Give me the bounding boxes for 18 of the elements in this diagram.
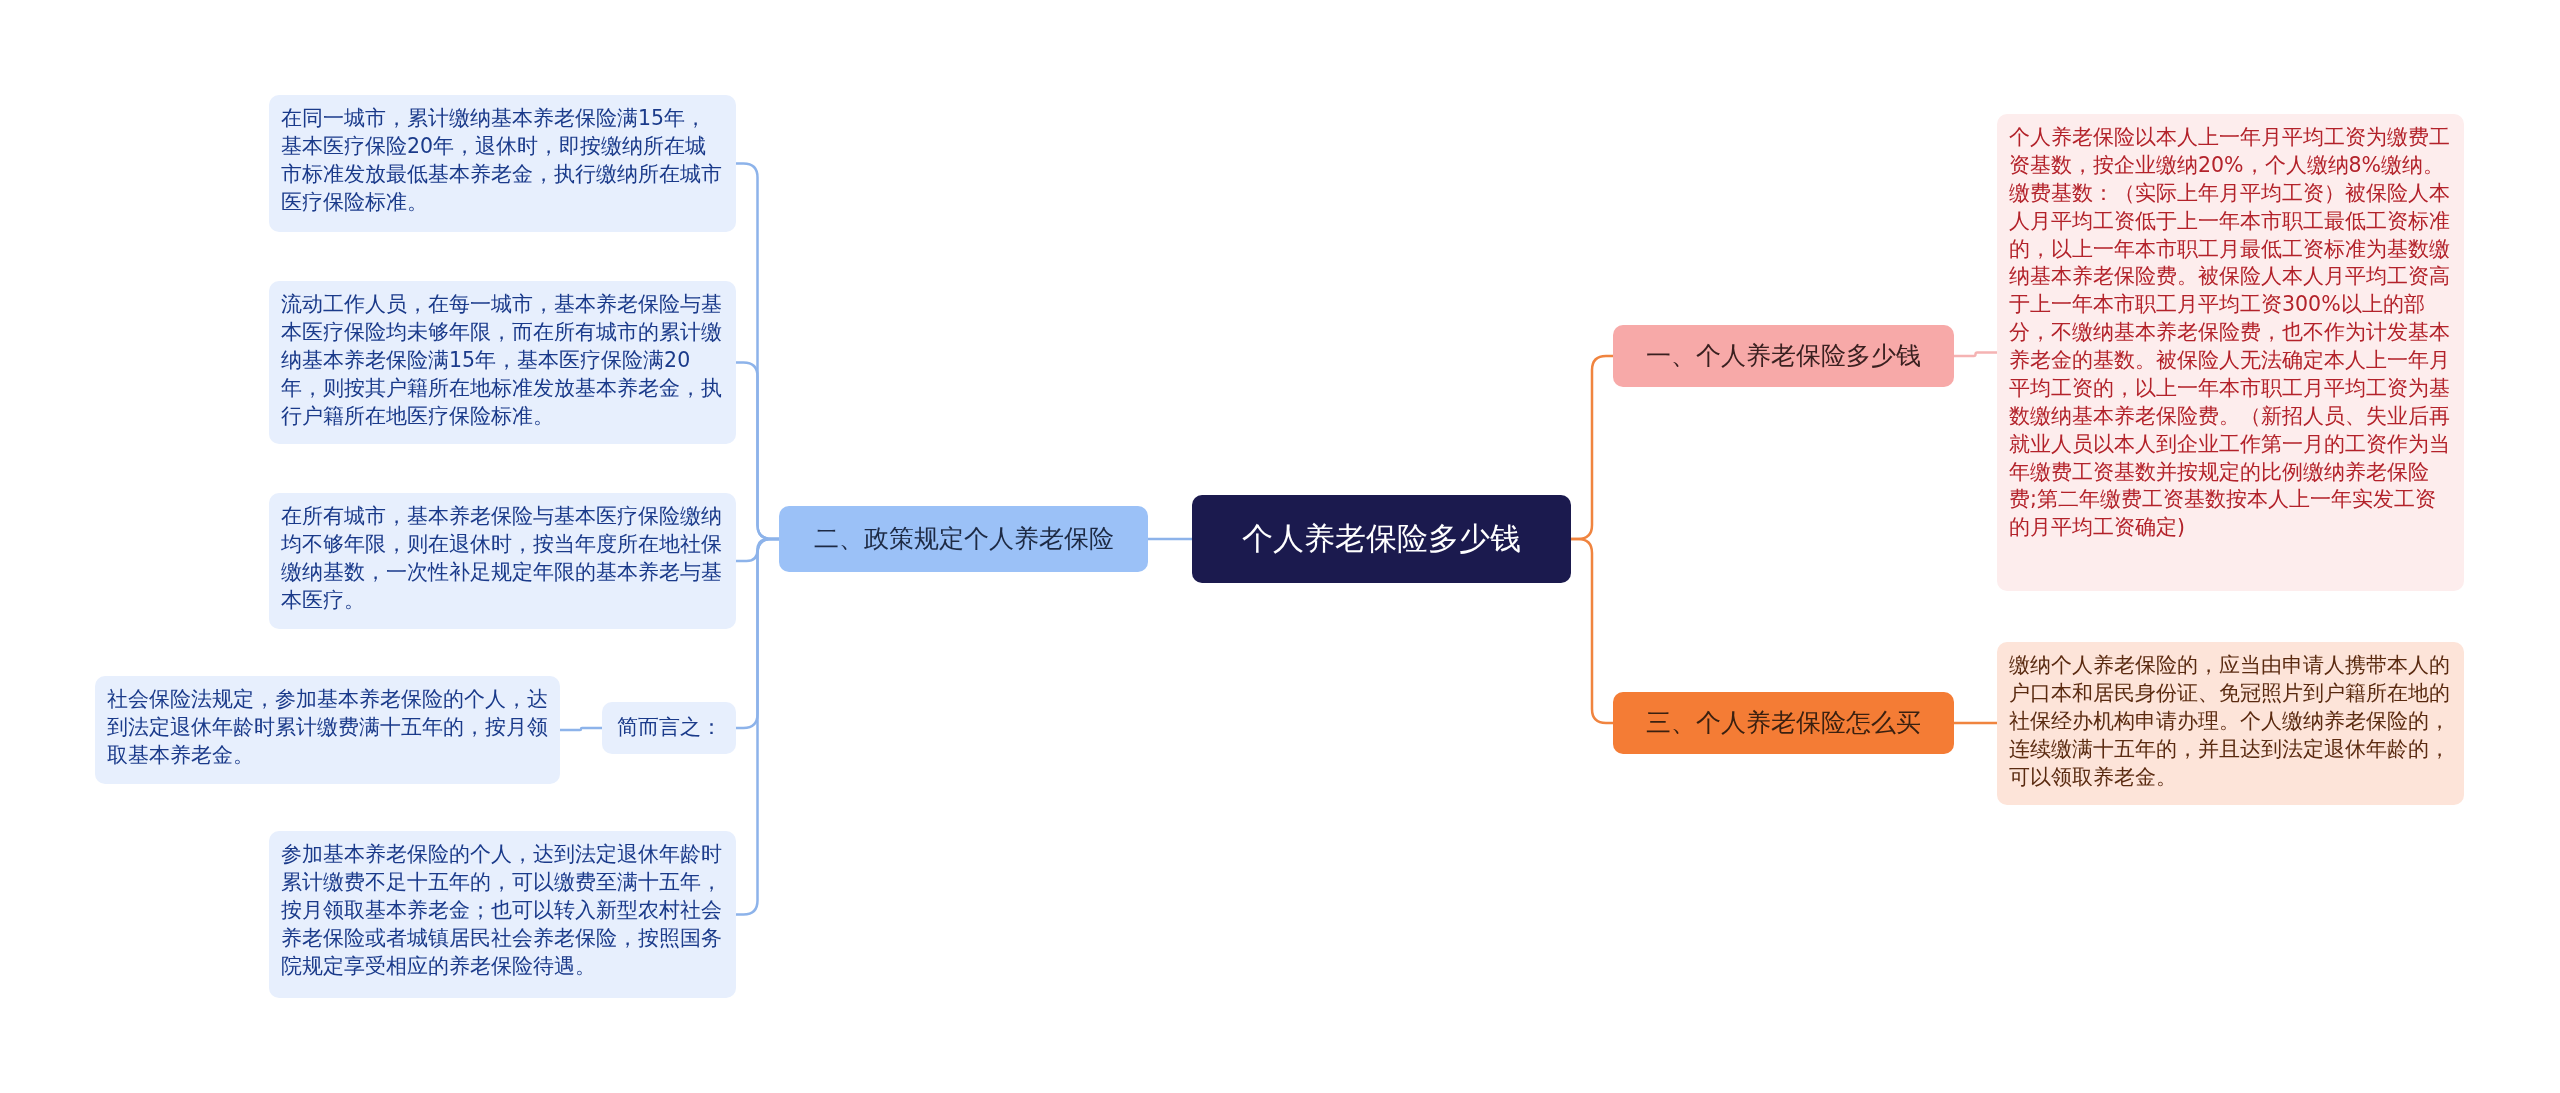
detail-box: 参加基本养老保险的个人，达到法定退休年龄时累计缴费不足十五年的，可以缴费至满十五年，按月领取基本养老金；也可以转入新型农村社会养老保险或者城镇居民社会养老保险，按照国务院规定享受相应的养老保险待遇。 bbox=[269, 831, 736, 998]
topic-box: 一、个人养老保险多少钱 bbox=[1613, 325, 1954, 387]
connector-line bbox=[560, 726, 602, 732]
connector-line bbox=[1954, 721, 1997, 725]
connector-line bbox=[1571, 537, 1613, 725]
detail-box: 在所有城市，基本养老保险与基本医疗保险缴纳均不够年限，则在退休时，按当年度所在地社保缴纳基数，一次性补足规定年限的基本养老与基本医疗。 bbox=[269, 493, 736, 629]
detail-box: 个人养老保险以本人上一年月平均工资为缴费工资基数，按企业缴纳20%，个人缴纳8%缴纳。缴费基数：（实际上年月平均工资）被保险人本人月平均工资低于上一年本市职工最低工资标准的，以上一年本市职工月最低工资标准为基数缴纳基本养老保险费。被保险人本人月平均工资高于上一年本市职工月平均工资300%以上的部分，不缴纳基本养老保险费，也不作为计发基本养老金的基数。被保险人无法确定本人上一年月平均工资的，以上一年本市职工月平均工资为基数缴纳基本养老保险费。（新招人员、失业后再就业人员以本人到企业工作第一月的工资作为当年缴费工资基数并按规定的比例缴纳养老保险费;第二年缴费工资基数按本人上一年实发工资的月平均工资确定) bbox=[1997, 114, 2464, 591]
topic-box: 二、政策规定个人养老保险 bbox=[779, 506, 1148, 572]
detail-box: 社会保险法规定，参加基本养老保险的个人，达到法定退休年龄时累计缴费满十五年的，按月领取基本养老金。 bbox=[95, 676, 560, 784]
detail-box: 在同一城市，累计缴纳基本养老保险满15年，基本医疗保险20年，退休时，即按缴纳所在城市标准发放最低基本养老金，执行缴纳所在城市医疗保险标准。 bbox=[269, 95, 736, 232]
connector-line bbox=[1148, 537, 1192, 541]
connector-line bbox=[736, 537, 779, 916]
connector-line bbox=[1954, 351, 1997, 358]
central-topic-box: 个人养老保险多少钱 bbox=[1192, 495, 1571, 583]
detail-box: 简而言之： bbox=[602, 702, 736, 754]
detail-box: 缴纳个人养老保险的，应当由申请人携带本人的户口本和居民身份证、免冠照片到户籍所在地的社保经办机构申请办理。个人缴纳养老保险的，连续缴满十五年的，并且达到法定退休年龄的，可以领取养老金。 bbox=[1997, 642, 2464, 805]
topic-box: 三、个人养老保险怎么买 bbox=[1613, 692, 1954, 754]
detail-box: 流动工作人员，在每一城市，基本养老保险与基本医疗保险均未够年限，而在所有城市的累计缴纳基本养老保险满15年，基本医疗保险满20年，则按其户籍所在地标准发放基本养老金，执行户籍所在地医疗保险标准。 bbox=[269, 281, 736, 444]
